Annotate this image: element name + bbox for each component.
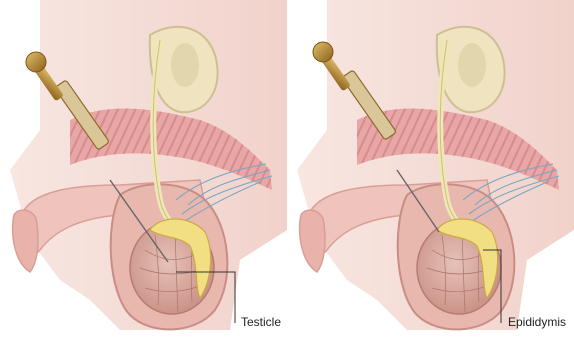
glans [13,210,38,272]
bone-marrow [458,43,486,87]
callout-label: Epididymis [508,315,566,329]
glans [300,210,325,272]
illustration-panel-testicle: Testicle [0,0,287,345]
anatomy-illustration [0,0,287,345]
bone-marrow [171,43,199,87]
callout-label: Testicle [241,315,281,329]
anatomy-illustration [287,0,574,345]
illustration-panel-epididymis: Epididymis [287,0,574,345]
